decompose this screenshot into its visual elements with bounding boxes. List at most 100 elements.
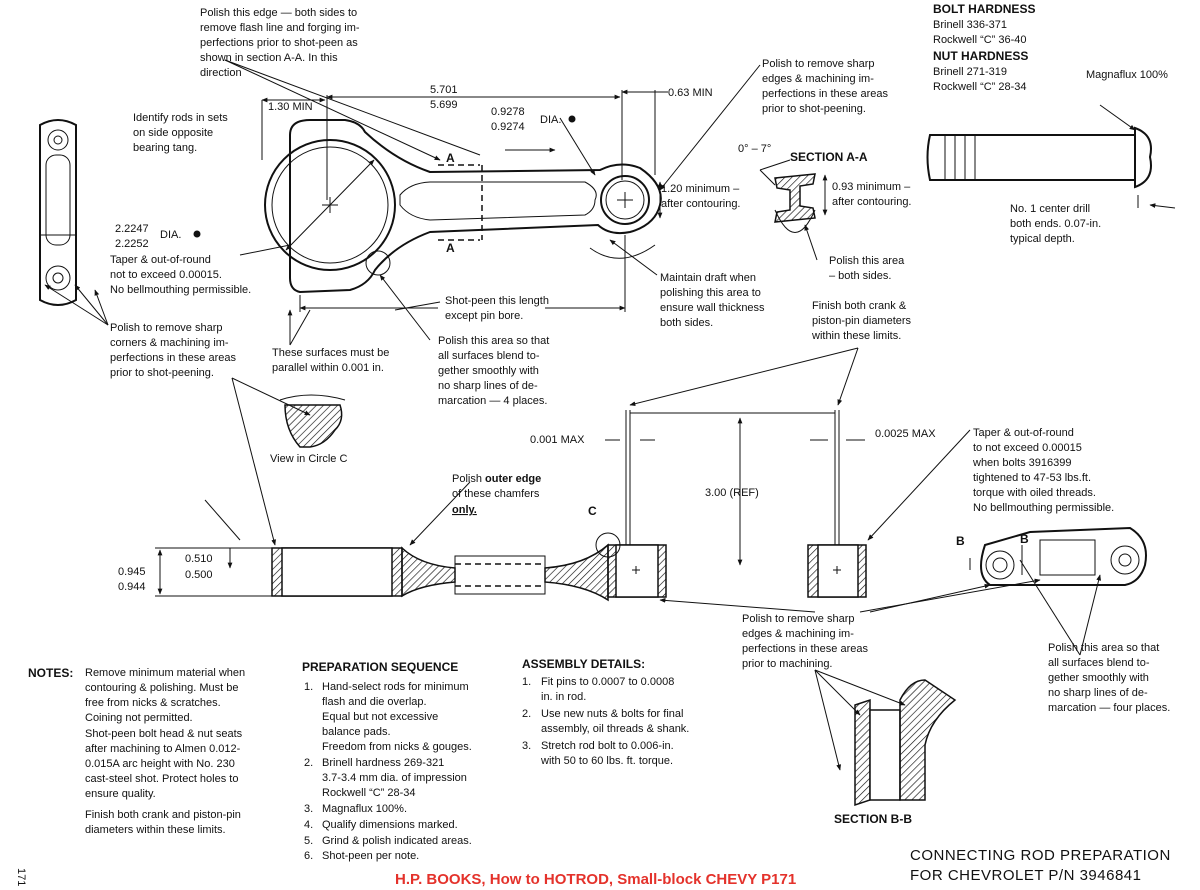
- dim-0-63-min: 0.63 MIN: [668, 87, 713, 99]
- svg-text:only.: only.: [452, 504, 477, 516]
- svg-text:Coining not permitted.: Coining not permitted.: [85, 712, 193, 724]
- annotation-polish-both-sides: Polish this area – both sides.: [829, 255, 905, 282]
- svg-text:0.015A arc height with No. 230: 0.015A arc height with No. 230: [85, 758, 235, 770]
- svg-text:Shot-peen this length: Shot-peen this length: [445, 295, 549, 307]
- svg-text:BOLT HARDNESS: BOLT HARDNESS: [933, 2, 1035, 16]
- section-marker-b-left: B: [956, 534, 965, 548]
- svg-text:3.: 3.: [304, 803, 313, 815]
- svg-text:1.: 1.: [522, 676, 531, 688]
- svg-text:Grind & polish indicated areas: Grind & polish indicated areas.: [322, 835, 472, 847]
- svg-text:balance pads.: balance pads.: [322, 726, 391, 738]
- svg-text:Polish outer edge: Polish outer edge: [452, 473, 541, 485]
- rod-section-view: [155, 410, 867, 602]
- notes-block: NOTES: Remove minimum material when cont…: [28, 666, 245, 836]
- svg-text:with 50 to 60 lbs. ft. torque.: with 50 to 60 lbs. ft. torque.: [540, 755, 673, 767]
- svg-text:0.93 minimum –: 0.93 minimum –: [832, 181, 911, 193]
- dim-0-500: 0.500: [185, 569, 213, 581]
- svg-text:remove flash line and forging: remove flash line and forging im-: [200, 22, 360, 34]
- circle-c-marker: C: [588, 504, 597, 518]
- svg-text:No bellmouthing permissible.: No bellmouthing permissible.: [973, 502, 1114, 514]
- dia-label-crank: DIA.: [160, 229, 181, 241]
- svg-text:PREPARATION SEQUENCE: PREPARATION SEQUENCE: [302, 660, 458, 674]
- svg-text:not to exceed 0.00015.: not to exceed 0.00015.: [110, 269, 222, 281]
- svg-text:all surfaces blend to-: all surfaces blend to-: [438, 350, 540, 362]
- svg-text:CONNECTING ROD PREPARATION: CONNECTING ROD PREPARATION: [910, 847, 1171, 864]
- svg-text:all surfaces blend to-: all surfaces blend to-: [1048, 657, 1150, 669]
- dim-0-93-minimum: 0.93 minimum – after contouring.: [832, 181, 912, 208]
- view-circle-c-label: View in Circle C: [270, 453, 347, 465]
- svg-text:prior to machining.: prior to machining.: [742, 658, 833, 670]
- svg-text:Polish to remove sharp: Polish to remove sharp: [742, 613, 855, 625]
- dia-symbol-pin: [568, 115, 576, 123]
- annotation-polish-edge: Polish this edge — both sides to remove …: [200, 7, 360, 79]
- svg-text:Equal but not excessive: Equal but not excessive: [322, 711, 438, 723]
- svg-text:Magnaflux 100%.: Magnaflux 100%.: [322, 803, 407, 815]
- svg-text:prior to shot-peening.: prior to shot-peening.: [762, 103, 866, 115]
- annotation-polish-blend-four: Polish this area so that all surfaces bl…: [1048, 642, 1170, 714]
- svg-text:after contouring.: after contouring.: [661, 198, 741, 210]
- drawing-title: CONNECTING ROD PREPARATION FOR CHEVROLET…: [910, 847, 1171, 884]
- svg-text:marcation — 4 places.: marcation — 4 places.: [438, 395, 547, 407]
- bb-cap-view: [969, 526, 1147, 586]
- page-number: 171: [15, 868, 27, 886]
- svg-text:Finish both crank and piston-p: Finish both crank and piston-pin: [85, 809, 241, 821]
- svg-text:ensure wall thickness: ensure wall thickness: [660, 302, 765, 314]
- dim-2-2252: 2.2252: [115, 238, 149, 250]
- svg-text:direction: direction: [200, 67, 242, 79]
- svg-text:Polish this edge — both sides: Polish this edge — both sides to: [200, 7, 357, 19]
- svg-text:corners & machining im-: corners & machining im-: [110, 337, 229, 349]
- svg-text:no sharp lines of de-: no sharp lines of de-: [1048, 687, 1148, 699]
- svg-text:Qualify dimensions marked.: Qualify dimensions marked.: [322, 819, 458, 831]
- annotation-finish-crank: Finish both crank & piston-pin diameters…: [811, 300, 912, 342]
- svg-text:Polish this area so that: Polish this area so that: [1048, 642, 1159, 654]
- dim-0-945: 0.945: [118, 566, 146, 578]
- svg-text:Hand-select rods for minimum: Hand-select rods for minimum: [322, 681, 469, 693]
- svg-text:– both sides.: – both sides.: [829, 270, 891, 282]
- svg-text:bearing tang.: bearing tang.: [133, 142, 197, 154]
- annotation-maintain-draft: Maintain draft when polishing this area …: [660, 272, 765, 329]
- bolt-hardness: BOLT HARDNESS Brinell 336-371 Rockwell “…: [933, 2, 1035, 46]
- svg-text:perfections in these areas: perfections in these areas: [762, 88, 888, 100]
- annotation-identify-rods: Identify rods in sets on side opposite b…: [133, 112, 228, 154]
- angle-label: 0° – 7°: [738, 143, 771, 155]
- svg-text:Taper & out-of-round: Taper & out-of-round: [973, 427, 1074, 439]
- svg-text:Finish both crank &: Finish both crank &: [812, 300, 907, 312]
- svg-text:perfections in these areas: perfections in these areas: [742, 643, 868, 655]
- svg-text:no sharp lines of de-: no sharp lines of de-: [438, 380, 538, 392]
- svg-text:No bellmouthing permissible.: No bellmouthing permissible.: [110, 284, 251, 296]
- svg-text:Polish this area so that: Polish this area so that: [438, 335, 549, 347]
- dim-0-001-max: 0.001 MAX: [530, 434, 585, 446]
- svg-text:typical depth.: typical depth.: [1010, 233, 1075, 245]
- svg-text:3.: 3.: [522, 740, 531, 752]
- svg-text:except pin bore.: except pin bore.: [445, 310, 523, 322]
- rod-side-view-left: [39, 119, 77, 306]
- dim-5-701: 5.701: [430, 84, 458, 96]
- svg-text:gether smoothly with: gether smoothly with: [1048, 672, 1149, 684]
- svg-text:edges & machining im-: edges & machining im-: [762, 73, 874, 85]
- svg-text:Shot-peen per note.: Shot-peen per note.: [322, 850, 419, 862]
- svg-text:NUT HARDNESS: NUT HARDNESS: [933, 49, 1028, 63]
- svg-text:both ends. 0.07-in.: both ends. 0.07-in.: [1010, 218, 1101, 230]
- svg-text:of these chamfers: of these chamfers: [452, 488, 540, 500]
- dim-1-20-minimum: 1.20 minimum – after contouring.: [661, 183, 741, 210]
- annotation-polish-machining: Polish to remove sharp edges & machining…: [742, 613, 868, 670]
- svg-text:Polish to remove sharp: Polish to remove sharp: [762, 58, 875, 70]
- section-marker-a-bottom: A: [446, 241, 455, 255]
- view-circle-c: [279, 394, 346, 448]
- assembly-details: ASSEMBLY DETAILS: 1.Fit pins to 0.0007 t…: [522, 657, 689, 767]
- annotation-polish-sharp-top: Polish to remove sharp edges & machining…: [762, 58, 888, 115]
- source-credit: H.P. BOOKS, How to HOTROD, Small-block C…: [395, 871, 796, 888]
- svg-text:Identify rods in sets: Identify rods in sets: [133, 112, 228, 124]
- svg-text:No. 1 center drill: No. 1 center drill: [1010, 203, 1090, 215]
- svg-text:2.: 2.: [304, 757, 313, 769]
- dim-5-699: 5.699: [430, 99, 458, 111]
- svg-text:Stretch rod bolt to 0.006-in.: Stretch rod bolt to 0.006-in.: [541, 740, 674, 752]
- dia-symbol-crank: [193, 230, 201, 238]
- svg-text:torque with oiled threads.: torque with oiled threads.: [973, 487, 1096, 499]
- preparation-sequence: PREPARATION SEQUENCE 1. Hand-select rods …: [302, 660, 472, 862]
- svg-text:1.: 1.: [304, 681, 313, 693]
- svg-text:3.7-3.4 mm dia. of impression: 3.7-3.4 mm dia. of impression: [322, 772, 467, 784]
- svg-text:flash and die overlap.: flash and die overlap.: [322, 696, 427, 708]
- svg-text:marcation — four places.: marcation — four places.: [1048, 702, 1170, 714]
